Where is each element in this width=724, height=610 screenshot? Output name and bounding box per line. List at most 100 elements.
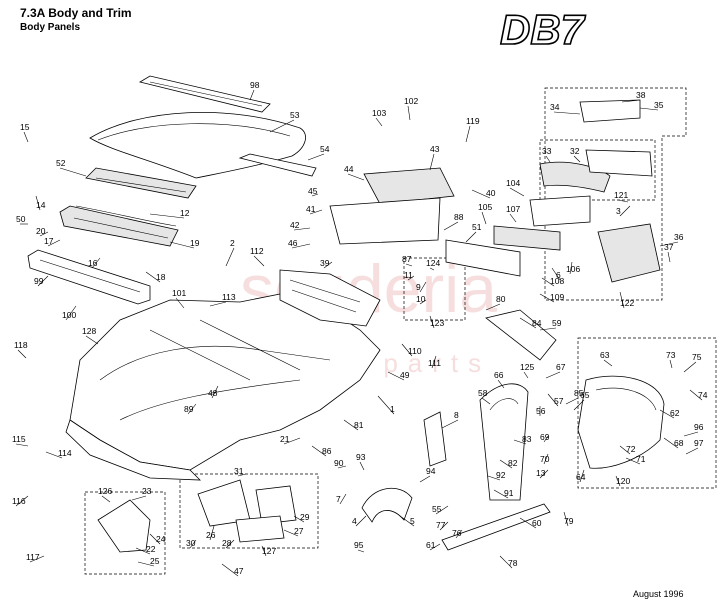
- callout-90: 90: [334, 458, 344, 468]
- callout-63: 63: [600, 350, 610, 360]
- group-box-127: [179, 473, 319, 549]
- callout-50: 50: [16, 214, 26, 224]
- callout-30: 30: [186, 538, 196, 548]
- callout-64: 64: [576, 472, 586, 482]
- callout-49: 49: [400, 370, 410, 380]
- callout-leader-30: [189, 539, 197, 549]
- callout-27: 27: [294, 526, 304, 536]
- callout-leader-88: [443, 221, 459, 231]
- callout-leader-32: [573, 155, 581, 163]
- callout-21: 21: [280, 434, 290, 444]
- callout-47: 47: [234, 566, 244, 576]
- callout-leader-64: [579, 469, 585, 483]
- callout-11: 11: [404, 270, 413, 280]
- callout-46: 46: [288, 238, 298, 248]
- roof-panel: [89, 112, 306, 179]
- callout-42: 42: [290, 220, 300, 230]
- callout-leader-119: [465, 125, 471, 143]
- callout-70: 70: [540, 454, 550, 464]
- callout-leader-117: [29, 555, 45, 563]
- callout-95: 95: [354, 540, 364, 550]
- callout-leader-108: [541, 277, 555, 287]
- callout-2: 2: [230, 238, 235, 248]
- callout-126: 126: [98, 486, 112, 496]
- callout-54: 54: [320, 144, 330, 154]
- callout-leader-118: [17, 349, 27, 359]
- callout-leader-60: [519, 517, 537, 529]
- callout-leader-105: [481, 211, 487, 225]
- callout-40: 40: [486, 188, 496, 198]
- callout-22: 22: [146, 544, 156, 554]
- callout-1: 1: [390, 404, 395, 414]
- callout-leader-103: [375, 117, 383, 127]
- callout-26: 26: [206, 530, 216, 540]
- callout-leader-116: [15, 495, 29, 507]
- callout-109: 109: [550, 292, 564, 302]
- windscreen-header: [85, 167, 197, 199]
- callout-leader-55: [435, 505, 449, 515]
- callout-leader-1: [377, 395, 395, 415]
- callout-leader-33: [545, 155, 551, 163]
- callout-leader-97: [685, 447, 699, 455]
- callout-7: 7: [336, 494, 341, 504]
- callout-96: 96: [694, 422, 704, 432]
- callout-leader-80: [485, 303, 501, 311]
- callout-leader-68: [663, 437, 679, 449]
- callout-105: 105: [478, 202, 492, 212]
- callout-35: 35: [654, 100, 664, 110]
- callout-leader-102: [407, 105, 411, 121]
- group-box-123: [403, 257, 466, 321]
- callout-34: 34: [550, 102, 560, 112]
- callout-39: 39: [320, 258, 330, 268]
- callout-leader-106: [569, 261, 573, 275]
- callout-78: 78: [508, 558, 518, 568]
- group-box-inner-33: [539, 139, 656, 201]
- cowl-panel: [59, 205, 179, 247]
- logo-lettering: DB7: [500, 6, 586, 53]
- callout-108: 108: [550, 276, 564, 286]
- rear-wheelarch: [361, 487, 413, 523]
- body-floor-structure: [65, 269, 381, 481]
- callout-91: 91: [504, 488, 514, 498]
- callout-leader-12: [149, 213, 185, 219]
- callout-leader-124: [429, 267, 435, 271]
- callout-14: 14: [36, 200, 46, 210]
- callout-leader-5: [399, 515, 415, 527]
- callout-leader-14: [35, 195, 41, 211]
- callout-3: 3: [616, 206, 621, 216]
- callout-leader-4: [355, 515, 367, 527]
- callout-leader-52: [59, 167, 87, 177]
- callout-57: 57: [554, 396, 564, 406]
- callout-110: 110: [408, 346, 422, 356]
- callout-leader-123: [429, 315, 435, 329]
- callout-leader-121: [617, 199, 629, 203]
- callout-leader-8: [441, 419, 459, 429]
- callout-121: 121: [614, 190, 628, 200]
- callout-leader-37: [667, 251, 671, 263]
- callout-119: 119: [466, 116, 480, 126]
- callout-leader-101: [175, 297, 185, 309]
- callout-37: 37: [664, 242, 674, 252]
- callout-106: 106: [566, 264, 580, 274]
- callout-leader-42: [293, 227, 311, 231]
- callout-125: 125: [520, 362, 534, 372]
- roof-rail: [138, 75, 271, 113]
- callout-leader-7: [339, 493, 347, 505]
- callout-leader-77: [439, 521, 449, 531]
- callout-leader-40: [471, 189, 491, 199]
- rear-parcel-shelf: [529, 195, 591, 227]
- callout-13: 13: [536, 468, 546, 478]
- callout-leader-74: [689, 389, 703, 401]
- callout-86: 86: [322, 446, 332, 456]
- callout-leader-21: [283, 437, 301, 445]
- callout-72: 72: [626, 444, 636, 454]
- callout-51: 51: [472, 222, 482, 232]
- callout-107: 107: [506, 204, 520, 214]
- group-box-120: [577, 337, 717, 489]
- callout-9: 9: [416, 282, 421, 292]
- callout-leader-75: [683, 361, 697, 373]
- callout-leader-2: [225, 247, 235, 267]
- callout-59: 59: [552, 318, 562, 328]
- callout-28: 28: [222, 538, 232, 548]
